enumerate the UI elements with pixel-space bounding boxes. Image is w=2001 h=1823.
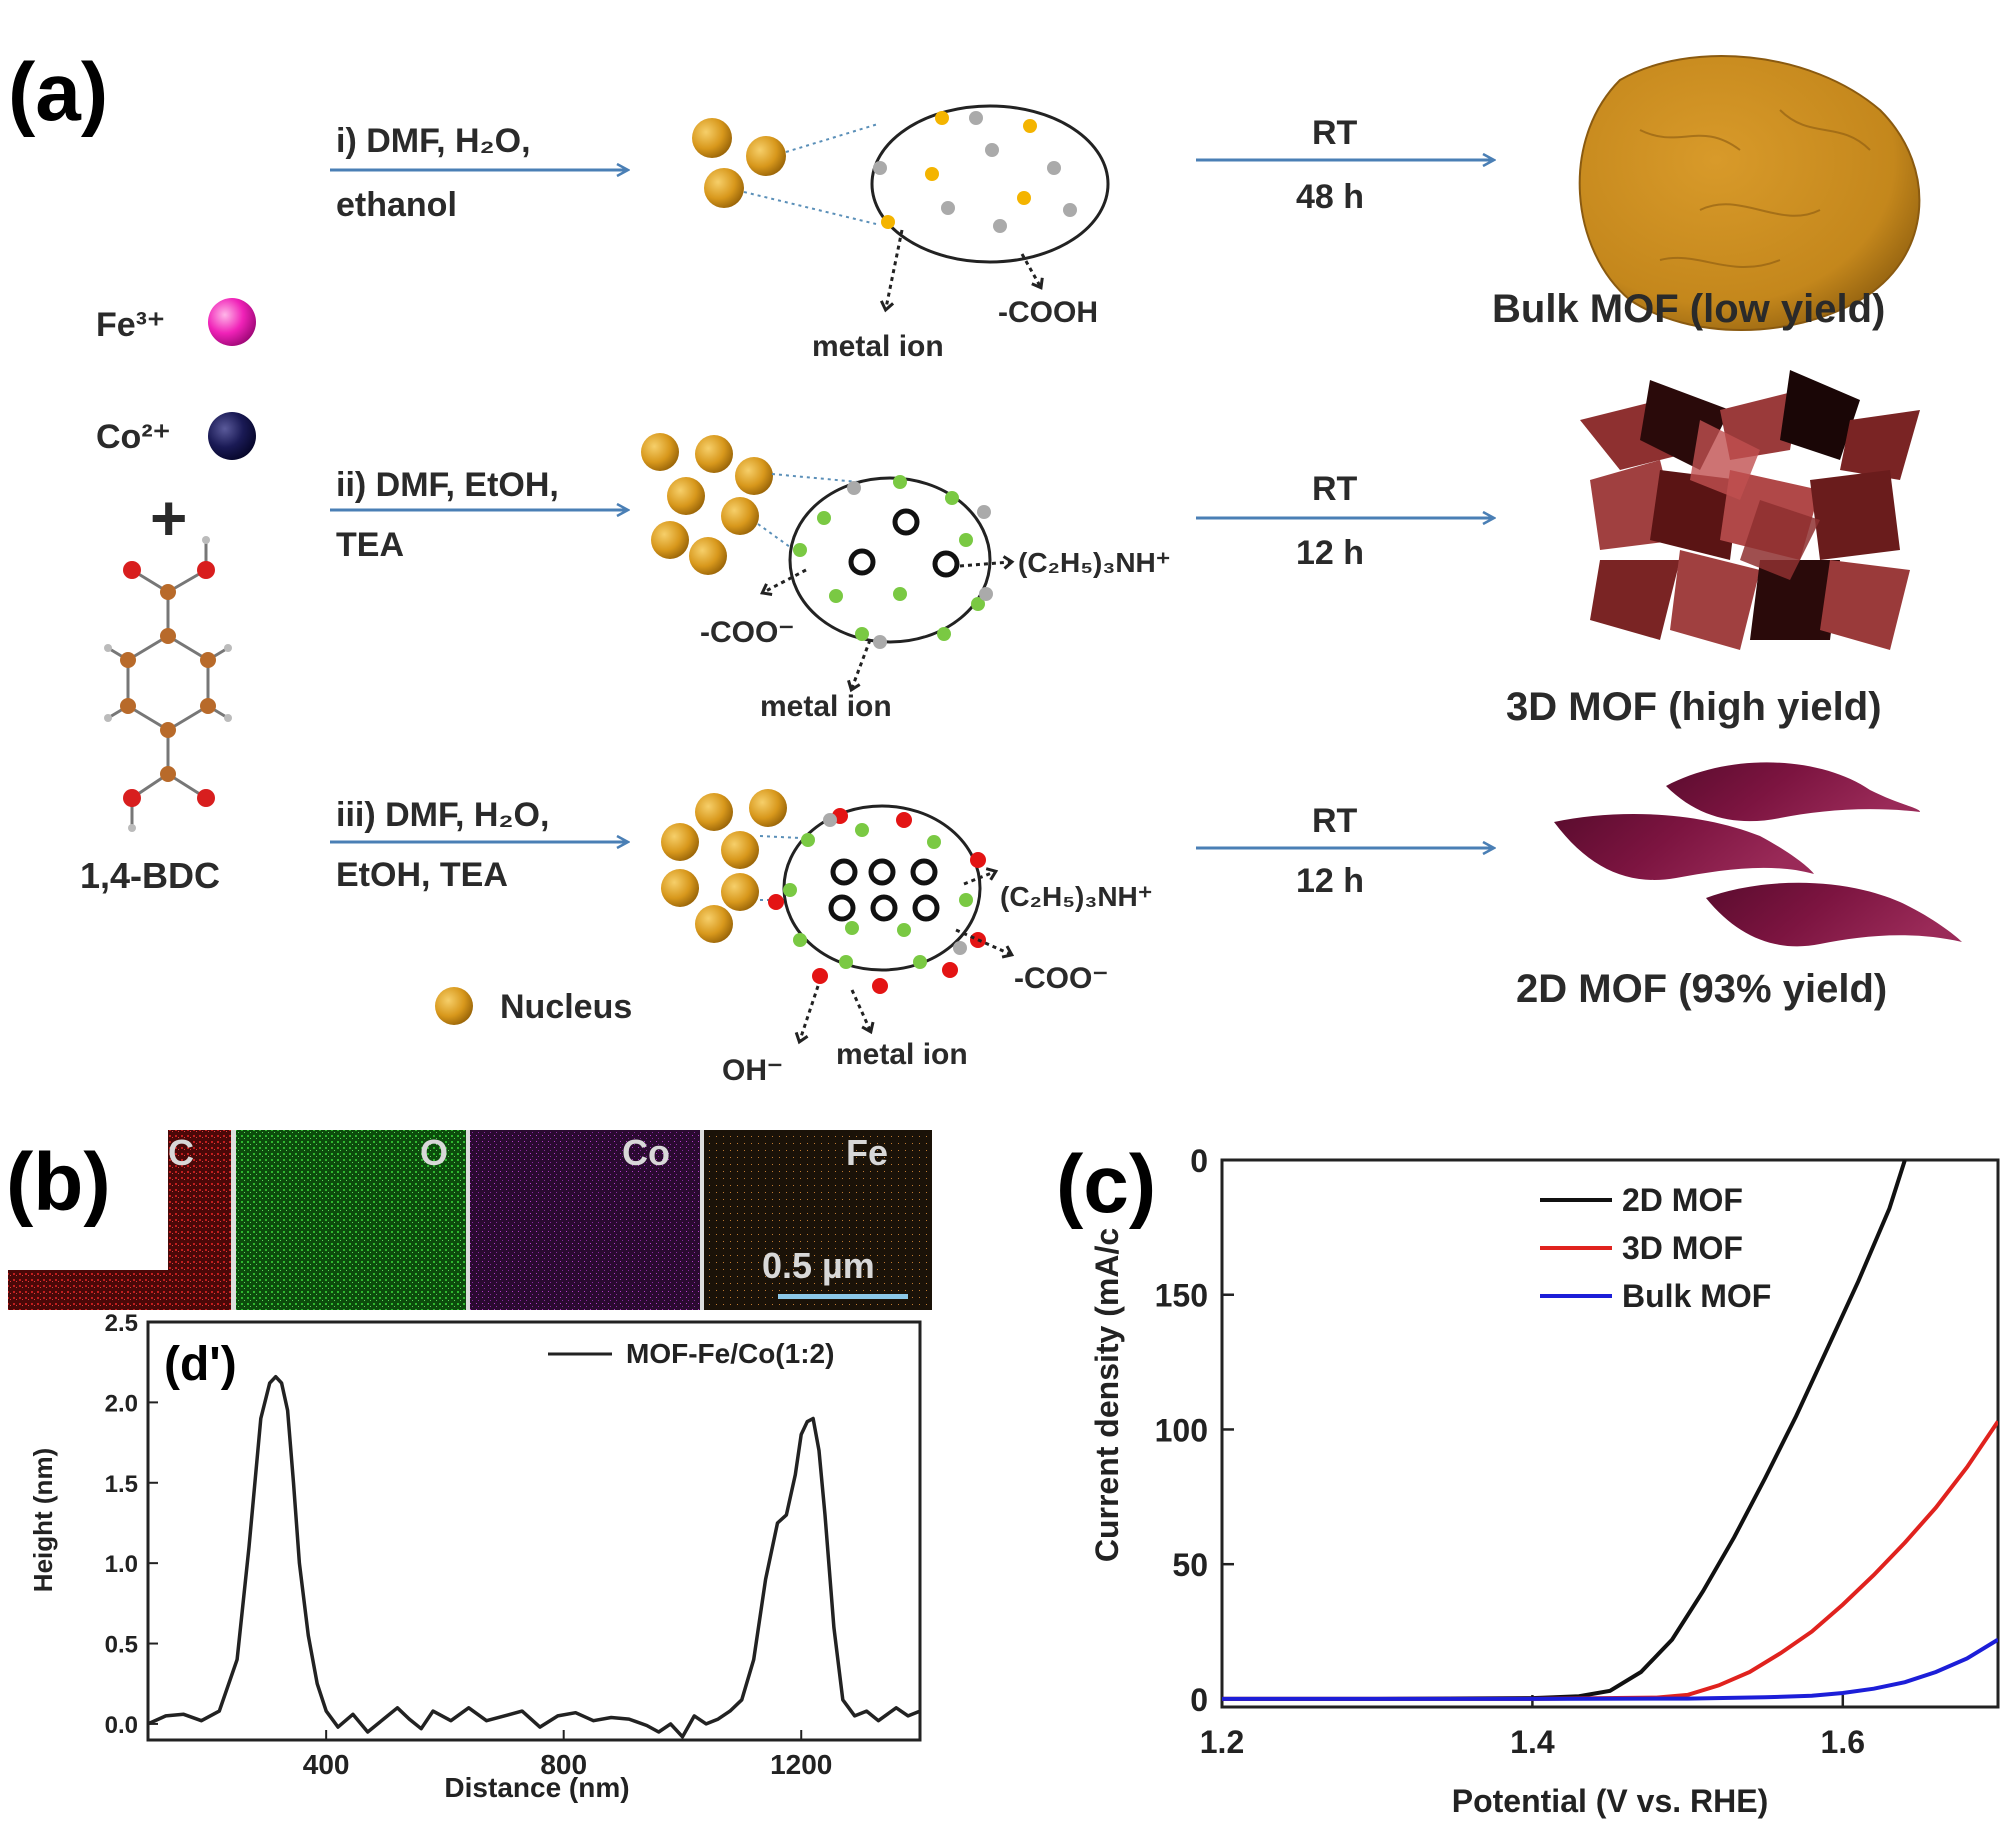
route-2-coo-label: -COO⁻ xyxy=(700,616,794,649)
panel-d-height-profile: (d') MOF-Fe/Co(1:2) Height (nm) Distance… xyxy=(28,1310,922,1803)
route-1-conditions-line1: i) DMF, H₂O, xyxy=(336,122,531,160)
route-3-time: 12 h xyxy=(1296,862,1364,900)
route-1-metal-ion-label: metal ion xyxy=(812,330,944,363)
route-1-cooh-label: -COOH xyxy=(998,296,1098,329)
map-o xyxy=(236,1130,466,1310)
route-3-coo-label: -COO⁻ xyxy=(1014,962,1108,995)
route-2-product-label: 3D MOF (high yield) xyxy=(1506,685,1882,729)
panel-d-legend-label: MOF-Fe/Co(1:2) xyxy=(626,1338,834,1369)
co-ion-label: Co²⁺ xyxy=(96,418,171,456)
bdc-atoms xyxy=(104,536,232,832)
nucleus-legend-icon xyxy=(435,987,473,1025)
panel-c-legend-label-1: 3D MOF xyxy=(1622,1230,1743,1266)
route-2-time: 12 h xyxy=(1296,534,1364,572)
fe-ion-sphere xyxy=(208,298,256,346)
panel-a: (a) Fe³⁺ Co²⁺ + xyxy=(8,47,1962,1087)
map-o-label: O xyxy=(420,1132,448,1173)
panel-c-ytick-label: 0 xyxy=(1190,1682,1208,1718)
route-1-product-label: Bulk MOF (low yield) xyxy=(1492,287,1885,331)
route-3: iii) DMF, H₂O, EtOH, TEA xyxy=(330,762,1962,1087)
panel-d-ylabel: Height (nm) xyxy=(28,1448,58,1592)
panel-d-xlabel: Distance (nm) xyxy=(444,1772,629,1803)
panel-d-plot-frame xyxy=(146,1320,922,1742)
panel-d-xtick-label: 400 xyxy=(303,1749,350,1780)
route-2-conditions-line2: TEA xyxy=(336,526,404,564)
panel-c-series-line-1 xyxy=(1222,1420,1998,1701)
fe-ion-label: Fe³⁺ xyxy=(96,306,165,344)
panel-d-ytick-label: 2.0 xyxy=(105,1390,138,1417)
scale-bar-label: 0.5 µm xyxy=(762,1245,875,1286)
panel-d-label: (d') xyxy=(164,1338,237,1391)
panel-c-ytick-label: 50 xyxy=(1172,1547,1208,1583)
panel-c-series-line-0 xyxy=(1222,1160,1907,1701)
bdc-molecule-icon xyxy=(107,540,229,826)
bulk-mof-particle-icon xyxy=(1578,55,1921,331)
panel-d-xtick-label: 800 xyxy=(540,1749,587,1780)
route-3-zoom-circle xyxy=(768,804,986,994)
route-2-zoom-circle xyxy=(788,475,993,649)
route-2-conditions-line1: ii) DMF, EtOH, xyxy=(336,466,559,504)
panel-d-ytick-label: 1.0 xyxy=(105,1551,138,1578)
panel-c-legend-label-0: 2D MOF xyxy=(1622,1182,1743,1218)
route-1-conditions-line2: ethanol xyxy=(336,186,457,224)
route-2-metal-ion-label: metal ion xyxy=(760,690,892,723)
route-2: ii) DMF, EtOH, TEA xyxy=(330,370,1920,729)
map-co-label: Co xyxy=(622,1132,670,1173)
panel-b: (b) C O Co Fe 0.5 µm xyxy=(0,1110,932,1310)
panel-d-ytick-label: 0.0 xyxy=(105,1712,138,1739)
map-fe xyxy=(704,1130,932,1310)
panel-c-xtick-label: 1.6 xyxy=(1821,1724,1865,1760)
map-fe-label: Fe xyxy=(846,1132,888,1173)
route-2-rt: RT xyxy=(1312,470,1358,508)
route-1-nuclei xyxy=(692,118,786,208)
panel-c-label: (c) xyxy=(1056,1139,1156,1230)
route-3-metal-ion-label: metal ion xyxy=(836,1038,968,1071)
map-co xyxy=(470,1130,700,1310)
plus-sign: + xyxy=(150,482,187,554)
panel-c-ylabel: Current density (mA/c xyxy=(1089,1228,1125,1562)
panel-c-legend-label-2: Bulk MOF xyxy=(1622,1278,1771,1314)
panel-c-ytick-label: 150 xyxy=(1155,1278,1208,1314)
panel-b-label-bg xyxy=(0,1110,168,1270)
panel-c-xlabel: Potential (V vs. RHE) xyxy=(1452,1783,1769,1819)
route-3-rt: RT xyxy=(1312,802,1358,840)
route-2-nuclei xyxy=(641,433,773,575)
panel-c-ytick-label: 0 xyxy=(1190,1143,1208,1179)
route-1-time: 48 h xyxy=(1296,178,1364,216)
panel-b-label: (b) xyxy=(6,1137,111,1228)
co-ion-sphere xyxy=(208,412,256,460)
panel-d-ytick-label: 1.5 xyxy=(105,1471,138,1498)
2d-mof-nanosheets-icon xyxy=(1554,762,1962,947)
panel-c-series-line-2 xyxy=(1222,1637,1998,1701)
scale-bar xyxy=(778,1294,908,1299)
route-2-tea-h-label: (C₂H₅)₃NH⁺ xyxy=(1018,547,1171,578)
route-3-product-label: 2D MOF (93% yield) xyxy=(1516,967,1887,1011)
map-c-label: C xyxy=(168,1132,194,1173)
route-1: i) DMF, H₂O, ethanol metal ion xyxy=(330,55,1921,363)
panel-d-xtick-label: 1200 xyxy=(770,1749,832,1780)
route-3-conditions-line1: iii) DMF, H₂O, xyxy=(336,796,549,834)
3d-mof-flakes-icon xyxy=(1580,370,1920,660)
panel-d-ytick-label: 0.5 xyxy=(105,1632,138,1659)
route-3-oh-label: OH⁻ xyxy=(722,1054,783,1087)
panel-c-xtick-label: 1.2 xyxy=(1200,1724,1244,1760)
panel-d-series-line xyxy=(147,1374,921,1739)
route-1-zoom-circle xyxy=(870,104,1110,264)
panel-d-ytick-label: 2.5 xyxy=(105,1310,138,1337)
panel-c-ytick-label: 100 xyxy=(1155,1412,1208,1448)
panel-c-plot-frame xyxy=(1220,1158,2000,1709)
route-1-rt: RT xyxy=(1312,114,1358,152)
panel-c-xtick-label: 1.4 xyxy=(1510,1724,1555,1760)
route-3-nuclei xyxy=(661,789,787,943)
route-3-tea-h-label: (C₂H₅)₃NH⁺ xyxy=(1000,881,1153,912)
nucleus-legend-label: Nucleus xyxy=(500,988,632,1026)
bdc-label: 1,4-BDC xyxy=(80,855,220,896)
panel-a-label: (a) xyxy=(8,47,108,138)
route-3-conditions-line2: EtOH, TEA xyxy=(336,856,508,894)
